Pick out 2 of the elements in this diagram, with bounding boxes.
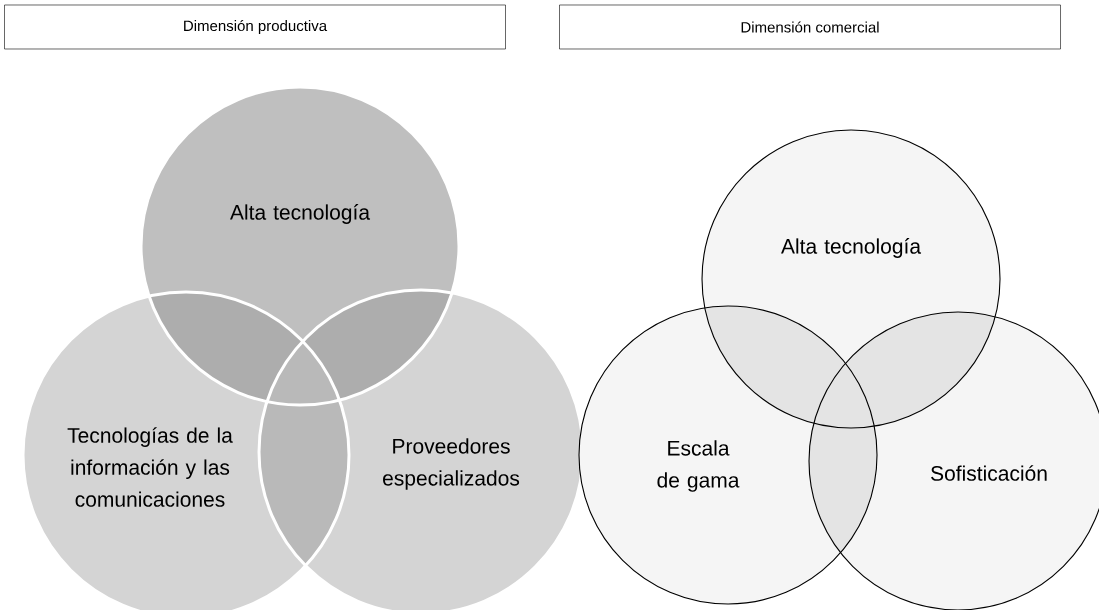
heading-box: Dimensión comercial <box>559 4 1061 50</box>
heading-box: Dimensión productiva <box>4 4 506 50</box>
